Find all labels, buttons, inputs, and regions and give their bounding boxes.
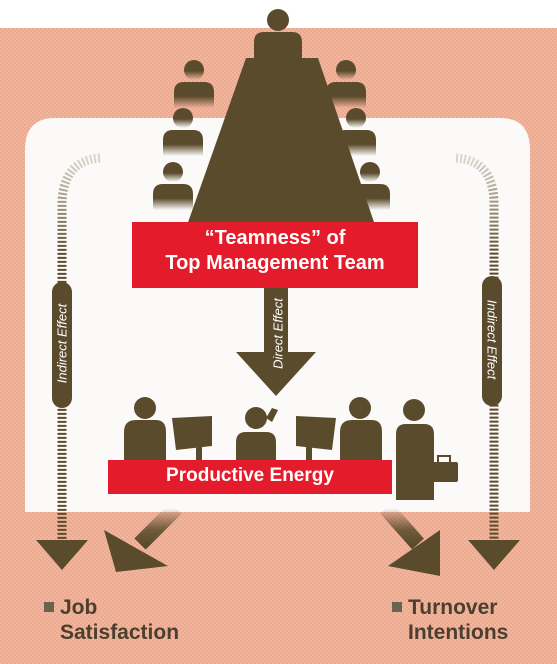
indirect-path-right bbox=[455, 153, 499, 540]
indirect-effect-right-pill bbox=[482, 276, 502, 406]
arrow-down-icon bbox=[104, 502, 182, 572]
person-icon bbox=[340, 397, 382, 470]
outcome-right-line1: Turnover bbox=[408, 596, 498, 619]
teamness-line2: Top Management Team bbox=[165, 252, 385, 274]
person-icon bbox=[153, 162, 193, 210]
indirect-effect-left-label: Indirect Effect bbox=[54, 303, 70, 384]
outcome-left-line2: Satisfaction bbox=[60, 621, 180, 645]
indirect-effect-left-pill bbox=[52, 282, 72, 408]
productive-energy-label: Productive Energy bbox=[166, 465, 334, 486]
direct-effect-label: Direct Effect bbox=[270, 298, 286, 369]
outcome-left-line1: Job bbox=[60, 596, 98, 619]
person-icon bbox=[350, 162, 390, 210]
teamness-line1: “Teamness” of bbox=[204, 227, 346, 249]
person-icon bbox=[254, 9, 302, 58]
indirect-effect-right-label: Indirect Effect bbox=[484, 299, 500, 380]
productive-energy-box bbox=[108, 460, 392, 494]
outcome-turnover-intentions: Turnover Intentions bbox=[392, 595, 508, 645]
bullet-square-icon bbox=[392, 602, 402, 612]
direct-effect-shaft bbox=[264, 288, 288, 348]
person-icon bbox=[396, 399, 434, 500]
arrow-down-icon bbox=[468, 510, 520, 570]
person-icon bbox=[326, 60, 366, 108]
briefcase-icon bbox=[430, 455, 458, 482]
bullet-square-icon bbox=[44, 602, 54, 612]
person-icon bbox=[336, 108, 376, 156]
arrow-down-icon bbox=[380, 502, 440, 576]
teamness-box bbox=[132, 222, 418, 288]
person-icon bbox=[163, 108, 203, 156]
outcome-job-satisfaction: Job Satisfaction bbox=[44, 595, 179, 645]
teamness-box-text: “Teamness” of Top Management Team bbox=[132, 228, 418, 274]
arrow-down-icon bbox=[36, 510, 88, 570]
person-icon bbox=[124, 397, 166, 470]
person-icon bbox=[174, 60, 214, 108]
outcome-right-line2: Intentions bbox=[408, 621, 509, 645]
arrow-down-icon bbox=[236, 352, 316, 396]
indirect-path-left bbox=[57, 153, 101, 540]
